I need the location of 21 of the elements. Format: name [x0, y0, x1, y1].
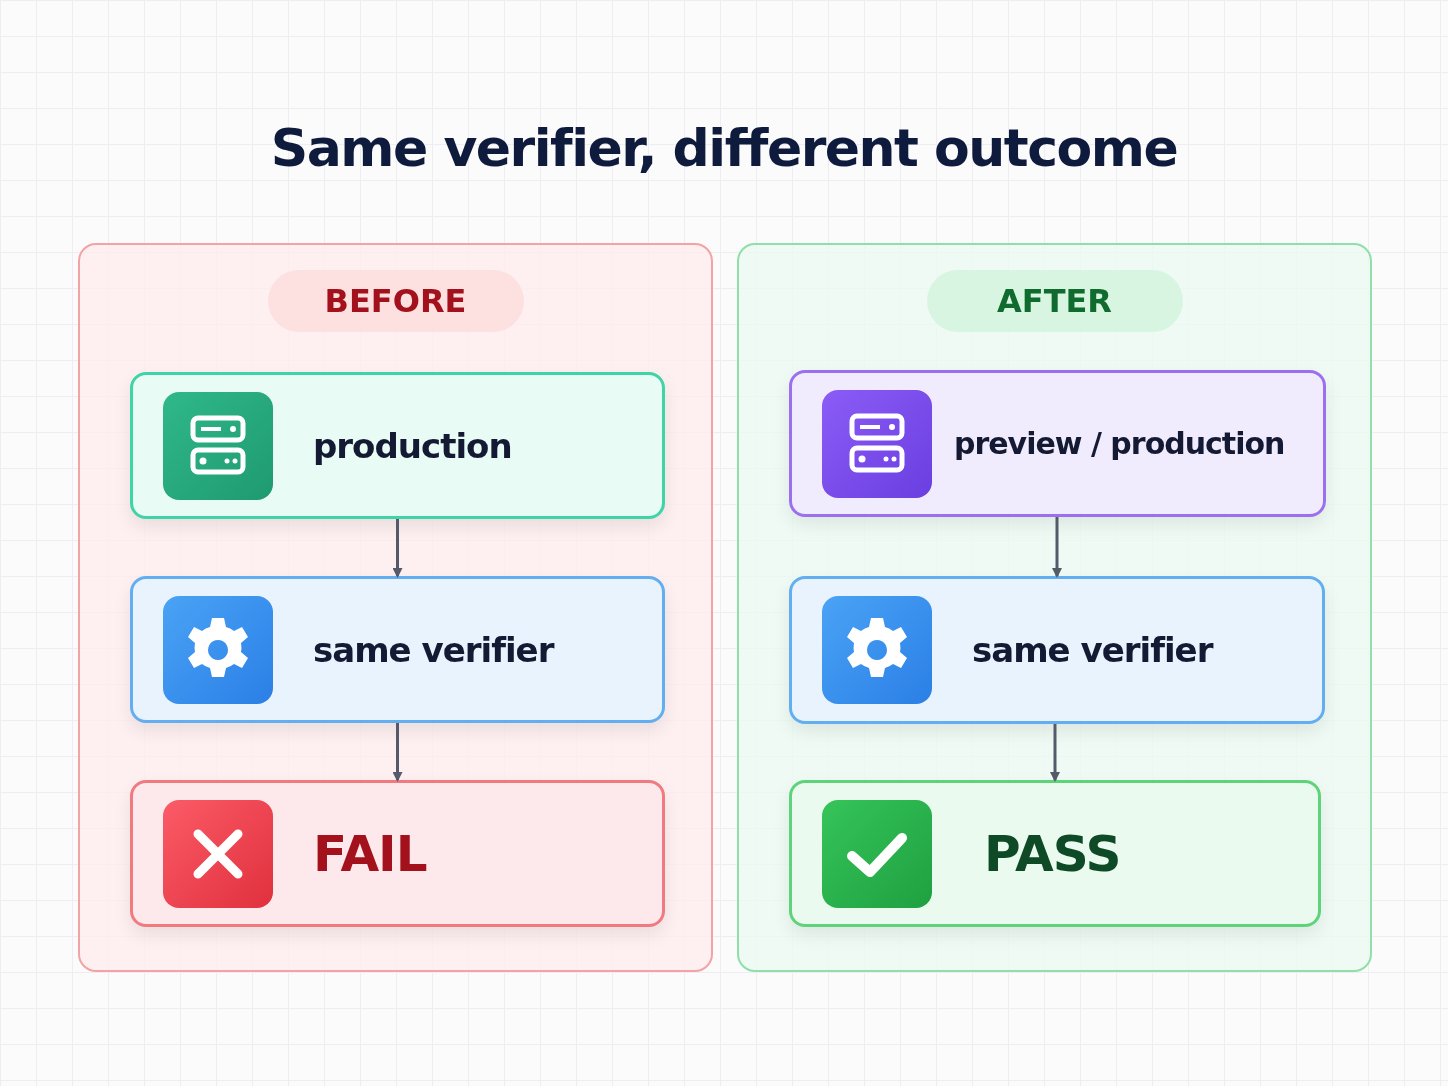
process-box [789, 370, 1326, 517]
step-label: same verifier [972, 629, 1213, 672]
arrow [1052, 517, 1062, 578]
section-label: AFTER [926, 270, 1183, 332]
arrow [392, 723, 403, 782]
section-label: BEFORE [267, 270, 524, 332]
diagram-title: Same verifier, different outcome [269, 118, 1179, 178]
panel [737, 243, 1372, 972]
arrow [392, 519, 403, 578]
arrow [1050, 724, 1060, 782]
status-label: PASS [984, 823, 1121, 885]
status-label: FAIL [313, 823, 427, 885]
panel [78, 243, 713, 972]
process-box [130, 372, 665, 519]
step-label: same verifier [313, 628, 554, 672]
process-box [789, 576, 1325, 724]
process-box [130, 780, 665, 927]
process-box [789, 780, 1321, 927]
step-label: production [313, 424, 512, 468]
step-label: preview / production [954, 425, 1285, 463]
process-box [130, 576, 665, 723]
